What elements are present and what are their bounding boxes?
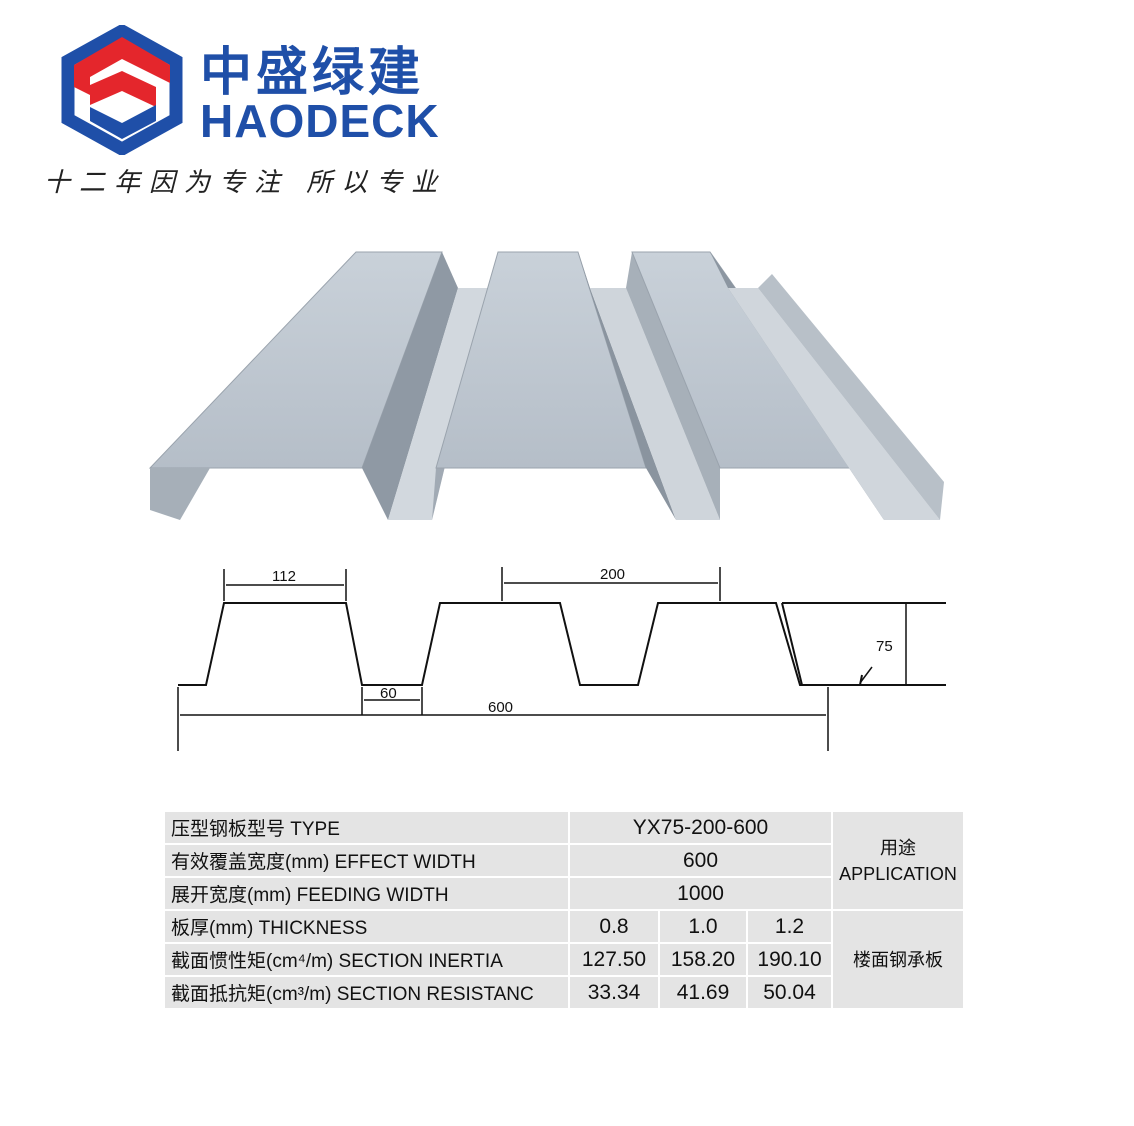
thickness-value: 1.0 xyxy=(658,909,748,944)
type-value: YX75-200-600 xyxy=(567,810,834,845)
dim-top-flange: 112 xyxy=(272,568,296,585)
application-value: 楼面钢承板 xyxy=(831,909,966,1010)
dim-width: 600 xyxy=(488,699,513,716)
table-row: 展开宽度(mm) FEEDING WIDTH 1000 xyxy=(163,876,964,911)
inertia-value: 158.20 xyxy=(658,942,748,977)
profile-section-drawing: 112 200 60 600 75 xyxy=(177,566,946,751)
application-header: 用途 APPLICATION xyxy=(831,810,966,911)
feeding-width-label: 展开宽度(mm) FEEDING WIDTH xyxy=(163,876,570,911)
resistance-label: 截面抵抗矩(cm³/m) SECTION RESISTANC xyxy=(163,975,570,1010)
logo-hexagon-icon xyxy=(61,25,183,155)
resistance-value: 33.34 xyxy=(568,975,660,1010)
dim-height: 75 xyxy=(876,638,893,655)
brand-slogan: 十二年因为专注 所以专业 xyxy=(44,168,447,198)
table-row: 压型钢板型号 TYPE YX75-200-600 用途 APPLICATION xyxy=(163,810,966,911)
thickness-label: 板厚(mm) THICKNESS xyxy=(163,909,570,944)
inertia-value: 127.50 xyxy=(568,942,660,977)
table-row: 截面抵抗矩(cm³/m) SECTION RESISTANC 33.34 41.… xyxy=(163,975,964,1010)
resistance-value: 41.69 xyxy=(658,975,748,1010)
deck-3d-illustration xyxy=(148,251,944,520)
inertia-label: 截面惯性矩(cm⁴/m) SECTION INERTIA xyxy=(163,942,570,977)
type-label: 压型钢板型号 TYPE xyxy=(163,810,570,845)
dim-pitch: 200 xyxy=(600,566,625,583)
brand-name-en: HAODECK xyxy=(200,95,440,147)
table-row: 板厚(mm) THICKNESS 0.8 1.0 1.2 楼面钢承板 xyxy=(163,909,966,1010)
effect-width-label: 有效覆盖宽度(mm) EFFECT WIDTH xyxy=(163,843,570,878)
resistance-value: 50.04 xyxy=(745,975,834,1010)
thickness-value: 1.2 xyxy=(745,909,834,944)
spec-table: 压型钢板型号 TYPE YX75-200-600 用途 APPLICATION … xyxy=(163,810,966,1010)
effect-width-value: 600 xyxy=(567,843,834,878)
dim-bottom: 60 xyxy=(380,685,397,702)
inertia-value: 190.10 xyxy=(745,942,834,977)
application-cn: 用途 xyxy=(880,837,917,858)
table-row: 有效覆盖宽度(mm) EFFECT WIDTH 600 xyxy=(163,843,964,878)
feeding-width-value: 1000 xyxy=(567,876,834,911)
application-en: APPLICATION xyxy=(839,863,957,884)
brand-name-cn: 中盛绿建 xyxy=(200,43,425,103)
thickness-value: 0.8 xyxy=(568,909,660,944)
table-row: 截面惯性矩(cm⁴/m) SECTION INERTIA 127.50 158.… xyxy=(163,942,964,977)
